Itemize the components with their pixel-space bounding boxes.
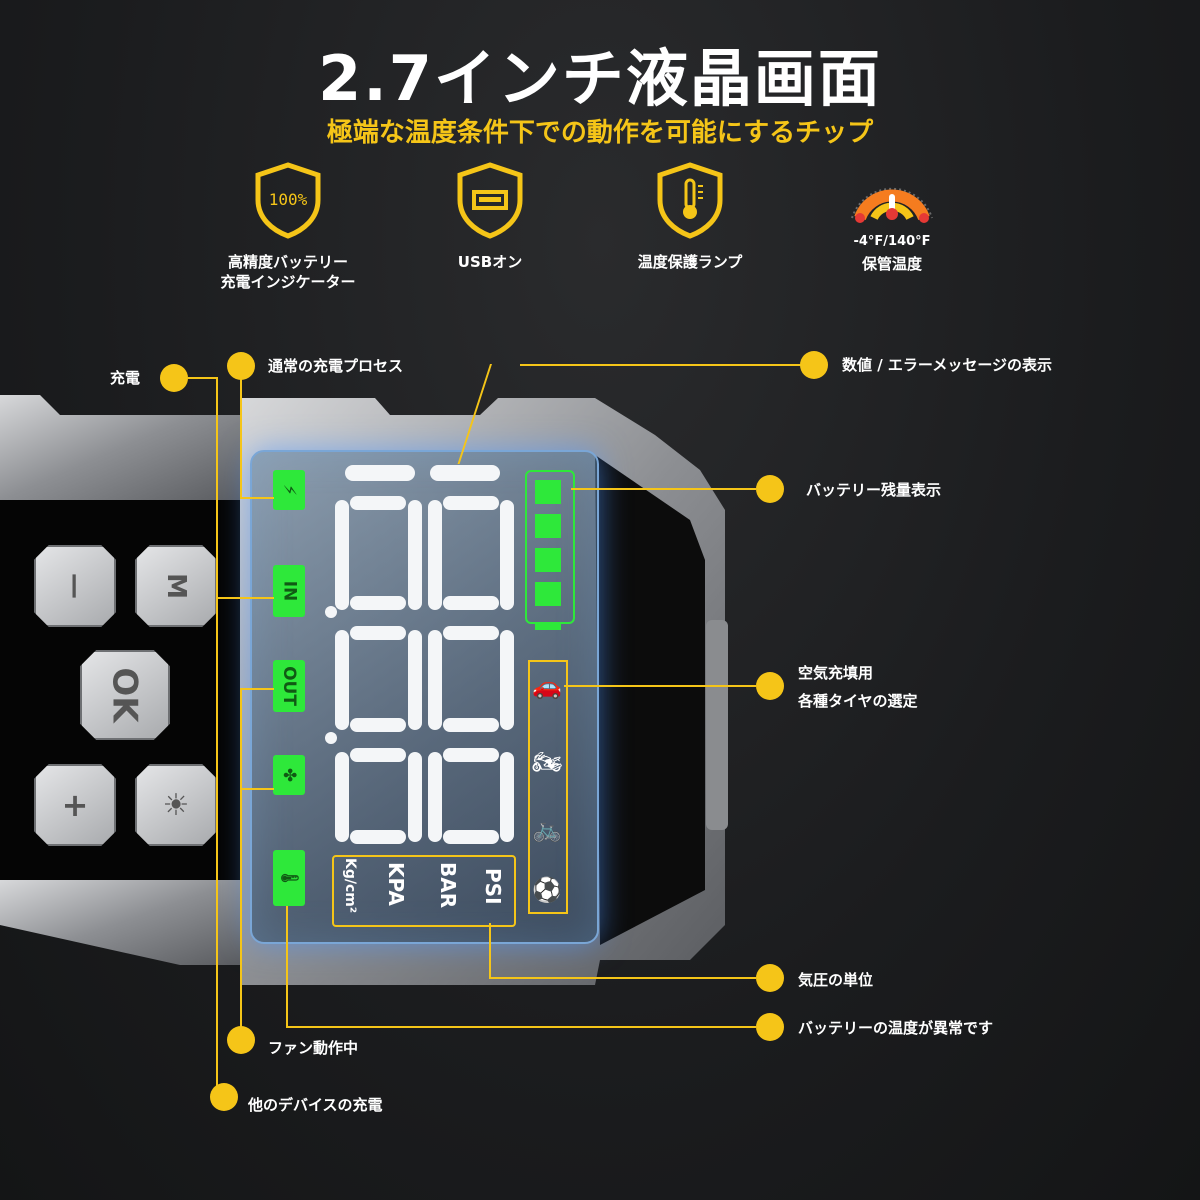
unit-psi: PSI — [481, 868, 505, 905]
feature-label: USBオン — [457, 253, 523, 271]
light-button[interactable]: ☀ — [135, 764, 217, 846]
page-subtitle: 極端な温度条件下での動作を可能にするチップ — [326, 118, 874, 148]
out-indicator: OUT — [273, 660, 305, 712]
digit-segment — [500, 630, 514, 730]
digit-segment — [430, 465, 500, 481]
battery-cell — [535, 582, 561, 606]
digit-segment — [443, 496, 499, 510]
unit-bar: BAR — [436, 862, 460, 909]
digit-segment — [350, 596, 406, 610]
charging-lightning-indicator: ⚡ — [273, 470, 305, 510]
callout-dot — [160, 364, 188, 392]
digit-segment — [443, 748, 499, 762]
callout-numeric-error: 数値 / エラーメッセージの表示 — [842, 356, 1053, 374]
battery-cell — [535, 514, 561, 538]
callout-normal-process: 通常の充電プロセス — [268, 357, 404, 375]
vehicle-select-frame — [528, 660, 568, 914]
unit-kgcm2: Kg/cm² — [342, 858, 358, 914]
car-icon: 🚗 — [532, 672, 562, 700]
digit-segment — [443, 626, 499, 640]
battery-cell — [535, 480, 561, 504]
motorcycle-icon: 🏍 — [532, 748, 563, 776]
in-indicator: IN — [273, 565, 305, 617]
callout-dot — [756, 1013, 784, 1041]
feature-label: 温度保護ランプ — [637, 253, 743, 271]
digit-segment — [335, 500, 349, 610]
callout-charge: 充電 — [110, 369, 141, 387]
digit-segment — [428, 500, 442, 610]
callout-tire-select: 空気充填用 — [798, 664, 874, 682]
digit-segment — [408, 630, 422, 730]
callout-pressure-unit: 気圧の単位 — [798, 971, 874, 989]
callout-dot — [227, 352, 255, 380]
bicycle-icon: 🚲 — [532, 815, 562, 843]
feature-label: 充電インジケーター — [220, 273, 356, 291]
decimal-point — [325, 732, 337, 744]
temperature-gauge-icon — [851, 187, 933, 223]
unit-kpa: KPA — [384, 862, 408, 906]
callout-dot — [210, 1083, 238, 1111]
callout-battery-level: バッテリー残量表示 — [806, 481, 942, 499]
digit-segment — [500, 500, 514, 610]
pressure-unit-frame — [332, 855, 516, 927]
digit-segment — [428, 630, 442, 730]
callout-dot — [800, 351, 828, 379]
battery-percent-shield-icon: 100% — [255, 162, 321, 239]
fan-indicator: ✤ — [273, 755, 305, 795]
callout-tire-select: 各種タイヤの選定 — [798, 692, 918, 710]
callout-battery-temp: バッテリーの温度が異常です — [798, 1019, 994, 1037]
digit-segment — [443, 596, 499, 610]
thermometer-indicator: 🌡 — [273, 850, 305, 906]
digit-segment — [500, 752, 514, 842]
mode-button[interactable]: M — [135, 545, 217, 627]
ball-icon: ⚽ — [532, 876, 562, 904]
digit-segment — [345, 465, 415, 481]
callout-dot — [227, 1026, 255, 1054]
callout-other-device: 他のデバイスの充電 — [248, 1096, 383, 1114]
ok-button[interactable]: OK — [80, 650, 170, 740]
digit-segment — [335, 630, 349, 730]
feature-label: 高精度バッテリー — [227, 253, 348, 271]
feature-battery-indicator: 100% 高精度バッテリー 充電インジケーター — [188, 160, 388, 292]
callout-dot — [756, 672, 784, 700]
digit-segment — [408, 500, 422, 610]
plus-button[interactable]: + — [34, 764, 116, 846]
digit-segment — [443, 718, 499, 732]
digit-segment — [350, 626, 406, 640]
digit-segment — [350, 830, 406, 844]
digit-segment — [350, 718, 406, 732]
temperature-range: -4°F/140°F — [853, 234, 931, 249]
digit-segment — [443, 830, 499, 844]
digit-segment — [335, 752, 349, 842]
page-title: 2.7インチ液晶画面 — [318, 42, 882, 115]
callout-dot — [756, 475, 784, 503]
digit-segment — [408, 752, 422, 842]
callout-dot — [756, 964, 784, 992]
digit-segment — [350, 748, 406, 762]
callout-fan: ファン動作中 — [268, 1039, 359, 1057]
usb-shield-icon — [457, 162, 523, 239]
battery-terminal — [535, 622, 561, 630]
decimal-point — [325, 606, 337, 618]
thermometer-shield-icon — [657, 162, 723, 239]
digit-segment — [350, 496, 406, 510]
feature-temp-protect: 温度保護ランプ — [590, 160, 790, 272]
feature-storage-temp: -4°F/140°F 保管温度 — [792, 148, 992, 274]
svg-text:100%: 100% — [269, 190, 308, 209]
feature-usb: USBオン — [390, 160, 590, 272]
feature-label: 保管温度 — [861, 255, 922, 273]
digit-segment — [428, 752, 442, 842]
battery-cell — [535, 548, 561, 572]
minus-button[interactable]: — — [34, 545, 116, 627]
